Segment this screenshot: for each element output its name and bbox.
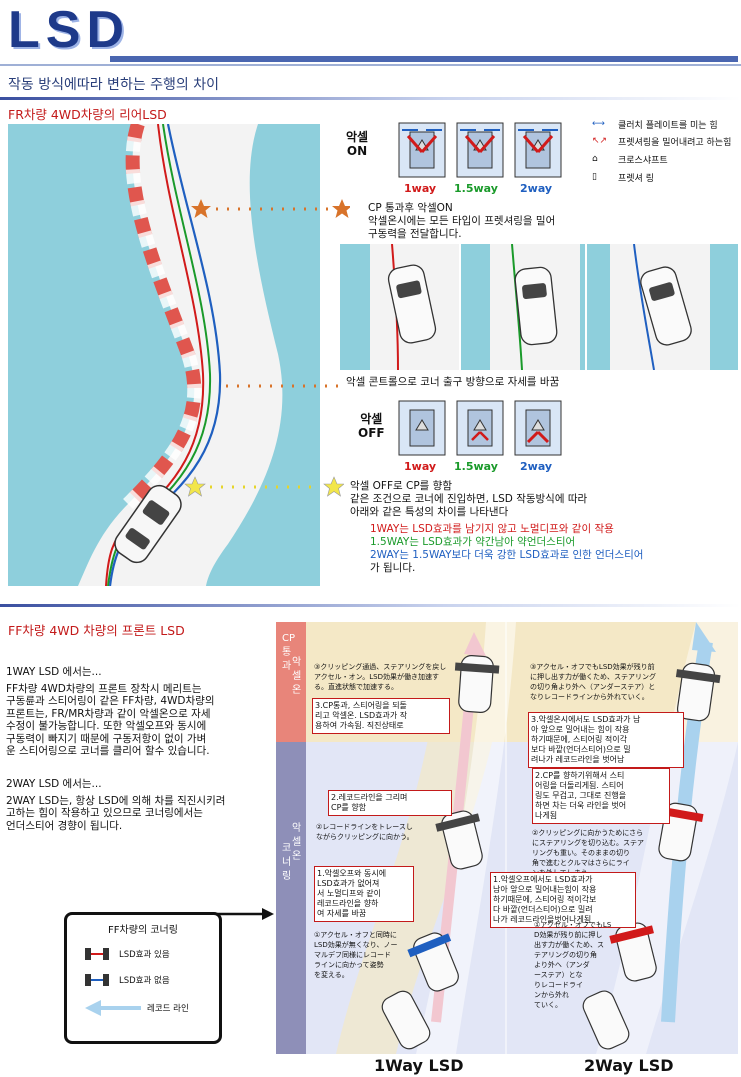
oneway-description: 1WAY LSD 에서는... FF차량 4WD차량의 프론트 장착시 메리트는… <box>6 666 215 757</box>
cross-shaft-icon: ⌂ <box>592 154 598 164</box>
type-15way: 1.5WAY는 LSD효과가 약간남아 약언더스티어 <box>370 536 576 548</box>
legend-item: ⟷클러치 플레이트를 미는 힘 <box>592 119 718 131</box>
box-legend-item: LSD효과 있음 <box>83 946 219 962</box>
box-title: FF차량의 코너링 <box>108 925 178 936</box>
col2-bot-box: 1.악셀오프에서도 LSD효과가 남아 앞으로 밀어내는힘이 작용 하기때문에,… <box>490 872 636 928</box>
note-exit: 악셀 콘트롤으로 코너 출구 방향으로 자세를 바꿈 <box>346 376 560 388</box>
side-label-accel-on-bottom: 악 셀 온 <box>292 823 302 862</box>
legend-item: ↖↗프렛셔링을 밀어내려고 하는힘 <box>592 136 732 148</box>
accel-on-diagrams: 1way 1.5way 2way <box>398 122 588 195</box>
page-title: LSD <box>8 1 130 59</box>
page-subtitle: 작동 방식에따라 변하는 주행의 차이 <box>8 77 219 93</box>
type-end: 가 됩니다. <box>370 562 416 574</box>
pressure-ring-icon: ▯ <box>592 172 597 182</box>
type-2way: 2WAY는 1.5WAY보다 더욱 강한 LSD효과로 인한 언더스티어 <box>370 549 644 561</box>
ff-section-heading: FF차량 4WD 차량의 프론트 LSD <box>8 623 185 638</box>
axle-blue-icon <box>85 974 109 986</box>
corner-illustration <box>8 121 320 587</box>
star-leader-off <box>184 476 345 498</box>
accel-off-label: 악셀 OFF <box>358 412 385 440</box>
box-legend-item: 레코드 라인 <box>83 998 219 1018</box>
star-leader-top <box>190 198 352 220</box>
col2-top-box: 3.악셀온시에서도 LSD효과가 남 아 앞으로 밀어내는 힘이 작용 하기때문… <box>528 712 684 768</box>
label-1way-off: 1way <box>404 460 437 473</box>
note-accel-off: 악셀 OFF로 CP를 향함 같은 조건으로 코너에 진입하면, LSD 작동방… <box>350 480 738 575</box>
ff-diagram-panel: CP 통 과 악 셀 온 코 너 링 악 셀 온 ③クリッピング通過、ステアリン… <box>276 622 738 1054</box>
note-accel-on: CP 통과후 악셀ON 악셀온시에는 모든 타입이 프렛셔링을 밀어 구동력을 … <box>368 202 556 240</box>
type-1way: 1WAY는 LSD효과를 남기지 않고 노멀디프와 같이 작용 <box>370 523 614 535</box>
label-15way-off: 1.5way <box>454 460 498 473</box>
col1-mid-box: 2.레코드라인을 그리며 CP를 향함 <box>328 790 452 816</box>
box-legend-item: LSD효과 없음 <box>83 972 219 988</box>
subtitle-rule <box>0 97 741 100</box>
legend: ⟷클러치 플레이트를 미는 힘 ↖↗프렛셔링을 밀어내려고 하는힘 ⌂크로스샤프… <box>592 116 740 186</box>
side-label-cp-pass: CP 통 과 <box>282 633 296 672</box>
label-1way-on: 1way <box>404 182 437 195</box>
col2-bot-small: ①アクセル・オフでもLS D効果が残り前に押し 出す力が働くため、ス テアリング… <box>534 921 612 1009</box>
ff-cornering-box: FF차량의 코너링 LSD효과 있음 LSD효과 없음 레코드 라인 <box>64 912 222 1044</box>
label-2way-off: 2way <box>520 460 553 473</box>
side-label-accel-on-top: 악 셀 온 <box>292 657 302 696</box>
col1-top-box: 3.CP통과, 스티어링을 되돌 리고 악셀온. LSD효과가 작 용하여 가속… <box>312 698 450 734</box>
exit-leader <box>226 376 346 388</box>
col1-bot-small: ①アクセル・オフと同時に LSD効果が無くなり、ノー マルデフ同様にレコード ラ… <box>314 931 398 979</box>
col1-label: 1Way LSD <box>374 1056 464 1075</box>
accel-off-diagrams: 1way 1.5way 2way <box>398 400 588 480</box>
col2-mid-small: ②クリッピングに向かうためにさら にステアリングを切り込む。ステア リングも重い… <box>532 829 644 877</box>
red-arrow-icon: ↖↗ <box>592 136 608 146</box>
col2-mid-box: 2.CP를 향하기위해서 스티 어링을 더돌리게됨. 스티어 링도 무겁고, 그… <box>532 768 670 824</box>
fr-section-heading: FR차량 4WD차량의 리어LSD <box>8 107 167 122</box>
record-line-arrow-icon <box>85 1000 141 1016</box>
col1-bot-box: 1.악셀오프와 동시에 LSD효과가 없어져 서 노멀디프와 같이 레코드라인을… <box>314 866 414 922</box>
side-label-cornering: 코 너 링 <box>282 843 292 882</box>
box-pointer-arrow <box>216 906 276 920</box>
legend-item: ⌂크로스샤프트 <box>592 154 668 166</box>
twoway-description: 2WAY LSD 에서는... 2WAY LSD는, 항상 LSD에 의해 차를… <box>6 778 226 832</box>
col1-top-small: ③クリッピング通過、ステアリングを戻し アクセル・オン。LSD効果が働き加速す … <box>314 663 447 691</box>
axle-red-icon <box>85 948 109 960</box>
section-divider <box>0 604 741 607</box>
blue-arrow-icon: ⟷ <box>592 119 605 129</box>
label-15way-on: 1.5way <box>454 182 498 195</box>
title-rule-thin <box>0 64 741 66</box>
exit-strip <box>340 243 738 371</box>
col1-mid-small: ②レコードラインをトレースし ながらクリッピングに向かう。 <box>316 823 414 841</box>
col2-top-small: ③アクセル・オフでもLSD効果が残り前 に押し出す力が働くため、ステアリング の… <box>530 663 656 701</box>
title-rule <box>110 56 738 62</box>
col2-label: 2Way LSD <box>584 1056 674 1075</box>
legend-item: ▯프렛셔 링 <box>592 172 654 184</box>
label-2way-on: 2way <box>520 182 553 195</box>
accel-on-label: 악셀 ON <box>346 130 369 158</box>
